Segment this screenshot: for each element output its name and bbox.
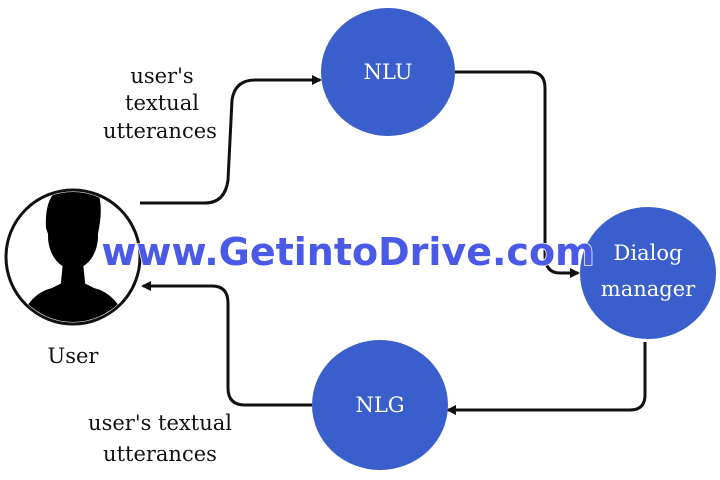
edge-label-user-to-nlu-line1: user's <box>130 64 193 88</box>
edge-label-user-to-nlu-line2: textual <box>125 91 199 115</box>
edge-label-nlg-to-user-line2: utterances <box>103 442 217 466</box>
edge-label-user-to-nlu-line3: utterances <box>103 119 217 143</box>
dialog-manager-node: Dialog manager <box>580 207 716 339</box>
edge-dialog-manager-to-nlg <box>446 342 647 415</box>
edge-nlg-to-user <box>141 281 312 407</box>
edge-label-nlg-to-user-line1: user's textual <box>88 411 232 435</box>
edge-user-to-nlu <box>140 75 322 205</box>
dialog-manager-label-line1: Dialog <box>614 241 683 265</box>
nlu-node: NLU <box>321 8 455 136</box>
nlg-node: NLG <box>312 340 448 470</box>
edge-label-user-to-nlu: user's textual utterances <box>103 64 217 143</box>
nlu-label: NLU <box>364 60 413 84</box>
watermark-text: www.GetintoDrive.com <box>101 230 594 274</box>
user-label: User <box>48 344 100 368</box>
edge-label-nlg-to-user: user's textual utterances <box>88 411 232 466</box>
user-node <box>4 188 142 326</box>
dialog-manager-label-line2: manager <box>601 277 696 301</box>
nlg-label: NLG <box>355 393 404 417</box>
edge-nlu-to-dialog-manager <box>455 70 580 278</box>
